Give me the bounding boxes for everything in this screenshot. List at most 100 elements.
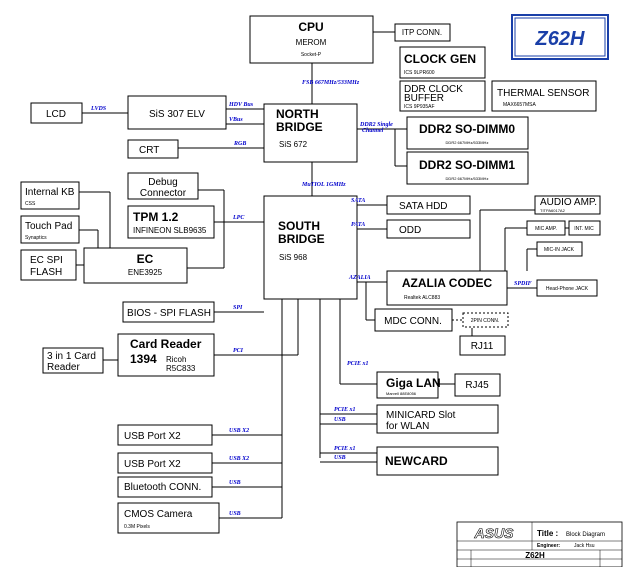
cpu-note: Socket-P (301, 52, 322, 58)
debug-line2: Connector (140, 188, 187, 199)
sis307-label: SiS 307 ELV (149, 109, 205, 120)
card-line2: 1394 (130, 352, 157, 366)
three-line1: 3 in 1 Card (47, 351, 96, 362)
odd-label: ODD (399, 225, 421, 236)
north-bridge-block: NORTH BRIDGE SiS 672 (263, 103, 358, 163)
bus-azalia: AZALIA (348, 275, 371, 281)
mic-in-block: MIC-IN JACK (536, 241, 583, 257)
sata-hdd-label: SATA HDD (399, 201, 448, 212)
bus-usb-mini: USB (334, 417, 346, 423)
south-note: SiS 968 (279, 253, 308, 262)
kb-title: Internal KB (25, 187, 75, 198)
audio-amp-note: TITPA6017A2 (540, 208, 566, 213)
card-note2: R5C833 (166, 364, 196, 373)
debug-block: Debug Connector (127, 172, 199, 200)
tpm-block: TPM 1.2 INFINEON SLB9635 (127, 205, 215, 239)
rj45-label: RJ45 (465, 380, 489, 391)
north-line1: NORTH (276, 107, 319, 121)
bus-channel: Channel (362, 128, 384, 134)
usb2-label: USB Port X2 (124, 459, 181, 470)
bus-rgb: RGB (233, 141, 246, 147)
bus-fsb: FSB 667MHz/533MHz (302, 80, 360, 86)
bus-pcie-lan: PCIE x1 (347, 361, 369, 367)
card-note1: Ricoh (166, 355, 186, 364)
bios-block: BIOS - SPI FLASH (122, 301, 215, 323)
clock-gen-block: CLOCK GEN ICS 9LPR600 (399, 46, 486, 79)
cpu-block: CPU MEROM Socket-P (249, 15, 374, 64)
mic-amp-block: MIC AMP. (526, 220, 566, 236)
giga-lan-block: Giga LAN Marvell 88E8056 (376, 371, 441, 399)
north-line2: BRIDGE (276, 120, 323, 134)
ddr-buf-note: ICS 9P935AF (404, 104, 435, 110)
south-bridge-block: SOUTH BRIDGE SiS 968 (263, 195, 358, 300)
title-label: Title : (537, 529, 558, 538)
bios-label: BIOS - SPI FLASH (127, 308, 211, 319)
cpu-title: CPU (298, 20, 323, 34)
bus-pcie-mini: PCIE x1 (334, 407, 356, 413)
south-line2: BRIDGE (278, 232, 325, 246)
rj45-block: RJ45 (454, 373, 501, 397)
bus-lpc: LPC (232, 215, 245, 221)
internal-kb-block: Internal KB CSS (20, 181, 80, 210)
dimm0-block: DDR2 SO-DIMM0 DDR2 667MHz/533MHz (406, 116, 529, 150)
thermal-title: THERMAL SENSOR (497, 88, 589, 99)
rj11-label: RJ11 (471, 341, 494, 352)
mdc-label: MDC CONN. (384, 316, 442, 327)
lcd-label: LCD (46, 109, 66, 120)
sis307-block: SiS 307 ELV (127, 95, 227, 130)
touchpad-block: Touch Pad Synaptics (20, 215, 80, 244)
connection-lines (76, 31, 569, 519)
crt-label: CRT (139, 145, 159, 156)
bus-spdif: SPDIF (514, 281, 532, 287)
azalia-codec-block: AZALIA CODEC Realtek ALC883 (386, 270, 508, 306)
card-reader-block: Card Reader 1394 Ricoh R5C833 (117, 333, 215, 377)
cmos-title: CMOS Camera (124, 509, 193, 520)
minicard-line2: for WLAN (386, 421, 429, 432)
ec-spi-block: EC SPI FLASH (20, 249, 77, 281)
bus-ddr2: DDR2 Single (359, 122, 393, 128)
int-mic-block: INT. MIC (568, 220, 601, 236)
bus-sata: SATA (351, 198, 365, 204)
bus-spi: SPI (233, 305, 243, 311)
bus-usb-new: USB (334, 455, 346, 461)
azalia-note: Realtek ALC883 (404, 295, 440, 301)
bus-usb-bt: USB (229, 480, 241, 486)
audio-amp-title: AUDIO AMP. (540, 197, 597, 208)
bus-labels: FSB 667MHz/533MHz LVDS HDV Bus VBus RGB … (90, 80, 532, 517)
three-in-one-block: 3 in 1 Card Reader (42, 347, 104, 374)
lan-note: Marvell 88E8056 (386, 391, 417, 396)
bus-usb-x2-a: USB X2 (229, 428, 249, 434)
dimm0-note: DDR2 667MHz/533MHz (446, 140, 489, 145)
model-badge-block: Z62H (511, 14, 609, 60)
bus-hdv: HDV Bus (228, 102, 254, 108)
pin2-block: 2PIN CONN. (462, 312, 509, 328)
minicard-block: MINICARD Slot for WLAN (376, 404, 499, 434)
dimm1-title: DDR2 SO-DIMM1 (419, 158, 515, 172)
bus-mutiol: MuTIOL 1GMHz (301, 182, 346, 188)
model-badge: Z62H (535, 28, 585, 50)
bus-pci: PCI (233, 348, 244, 354)
lan-title: Giga LAN (386, 376, 441, 390)
usb1-block: USB Port X2 (117, 424, 213, 446)
pin2-label: 2PIN CONN. (471, 318, 500, 324)
usb1-label: USB Port X2 (124, 431, 181, 442)
bus-pata: PATA (351, 222, 365, 228)
ddr-buf-line1: DDR CLOCK (404, 84, 463, 95)
dimm1-note: DDR2 667MHz/533MHz (446, 176, 489, 181)
ecspi-line2: FLASH (30, 267, 62, 278)
title-value: Block Diagram (566, 532, 605, 538)
bus-usb-cam: USB (229, 511, 241, 517)
cpu-sub: MEROM (296, 38, 327, 47)
debug-line1: Debug (148, 177, 177, 188)
usb2-block: USB Port X2 (117, 452, 213, 474)
north-note: SiS 672 (279, 140, 308, 149)
clock-title: CLOCK GEN (404, 52, 476, 66)
cmos-block: CMOS Camera 0.3M Pixels (117, 502, 220, 534)
south-line1: SOUTH (278, 219, 320, 233)
ddr-buffer-block: DDR CLOCK BUFFER ICS 9P935AF (399, 80, 486, 112)
audio-amp-block: AUDIO AMP. TITPA6017A2 (534, 195, 601, 215)
engineer-value: Jack Hsu (574, 543, 595, 549)
rj11-block: RJ11 (459, 335, 506, 356)
bus-lvds: LVDS (90, 106, 107, 112)
newcard-block: NEWCARD (376, 446, 499, 476)
